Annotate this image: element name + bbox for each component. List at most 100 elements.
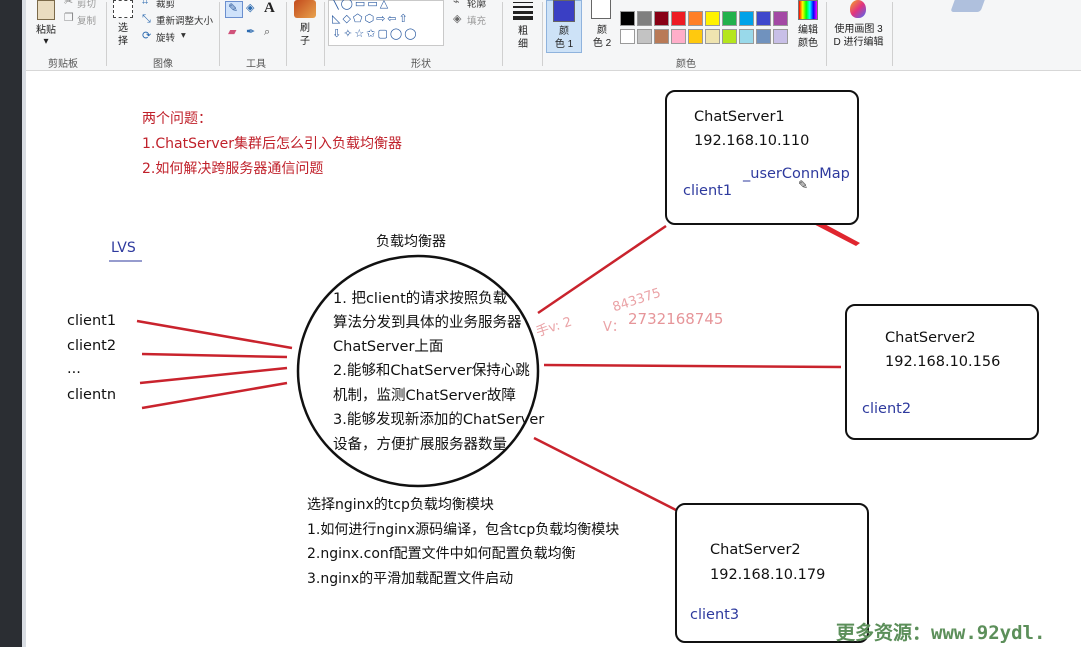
server3-ip: 192.168.10.179 xyxy=(710,567,826,583)
magnifier-icon[interactable]: ⌕ xyxy=(264,25,271,38)
brush-label: 刷 子 xyxy=(300,23,310,47)
paint3d-button[interactable]: 使用画图 3 D 进行编辑 xyxy=(831,0,886,52)
nginx-item-2: 2.nginx.conf配置文件中如何配置负载均衡 xyxy=(307,546,576,562)
palette-swatch[interactable] xyxy=(654,11,669,26)
shapes-gallery[interactable]: ╲◯▭▭△ ◺◇⬠⬡⇨⇦⇧ ⇩✧☆✩▢◯◯ xyxy=(328,0,444,46)
server2-box xyxy=(845,304,1039,440)
nginx-item-3: 3.nginx的平滑加载配置文件启动 xyxy=(307,571,514,587)
brush-icon xyxy=(294,0,316,18)
watermark-v: V： xyxy=(603,320,625,335)
window-edge xyxy=(22,0,26,647)
outline-button[interactable]: 轮廓 xyxy=(467,0,487,10)
palette-swatch[interactable] xyxy=(705,11,720,26)
ribbon-separator xyxy=(542,2,543,66)
palette-swatch[interactable] xyxy=(688,11,703,26)
ribbon-separator xyxy=(826,2,827,66)
palette-swatch[interactable] xyxy=(688,29,703,44)
server1-name: ChatServer1 xyxy=(694,109,785,125)
color2-swatch xyxy=(591,0,611,19)
palette-swatch[interactable] xyxy=(756,11,771,26)
clipboard-group-label: 剪贴板 xyxy=(48,59,78,70)
client-label-ellipsis: ... xyxy=(67,361,81,377)
server1-ip: 192.168.10.110 xyxy=(694,133,810,149)
lb-line-2: 算法分发到具体的业务服务器 xyxy=(333,315,522,331)
color-wheel-icon xyxy=(798,0,818,20)
rotate-button[interactable]: 旋转 xyxy=(156,33,176,44)
edit-colors-button[interactable]: 编辑 颜色 xyxy=(794,0,822,52)
color1-swatch xyxy=(553,0,575,22)
color2-button[interactable]: 颜 色 2 xyxy=(586,0,618,53)
clipboard-icon xyxy=(37,0,55,20)
palette-swatch[interactable] xyxy=(637,11,652,26)
server1-box xyxy=(665,90,859,225)
lb-line-4: 2.能够和ChatServer保持心跳 xyxy=(333,363,530,379)
color2-label: 颜 色 2 xyxy=(592,25,612,49)
watermark-number: 2732168745 xyxy=(628,310,724,328)
server3-client: client3 xyxy=(690,607,740,623)
question-1: 1.ChatServer集群后怎么引入负载均衡器 xyxy=(142,136,402,152)
color-palette xyxy=(620,11,800,49)
fill-button[interactable]: 填充 xyxy=(467,16,487,27)
colors-group-label: 颜色 xyxy=(676,59,696,70)
server2-ip: 192.168.10.156 xyxy=(885,354,1001,370)
size-label: 粗 细 xyxy=(518,26,528,50)
palette-swatch[interactable] xyxy=(756,29,771,44)
shapes-group-label: 形状 xyxy=(411,59,431,70)
shapes-row1-icons: ╲◯▭▭△ xyxy=(332,0,391,10)
select-icon xyxy=(113,0,133,18)
palette-swatch[interactable] xyxy=(620,11,635,26)
ribbon-separator xyxy=(286,2,287,66)
ribbon-separator xyxy=(219,2,220,66)
client-label-n: clientn xyxy=(67,387,117,403)
questions-title: 两个问题： xyxy=(142,111,212,127)
palette-swatch[interactable] xyxy=(773,29,788,44)
palette-swatch[interactable] xyxy=(705,29,720,44)
fill-icon: ◈ xyxy=(453,12,462,25)
color1-button[interactable]: 颜 色 1 xyxy=(546,0,582,53)
server2-name: ChatServer2 xyxy=(885,330,976,346)
shapes-row2-icons: ◺◇⬠⬡⇨⇦⇧ xyxy=(332,12,410,25)
eraser-icon[interactable]: ▰ xyxy=(228,25,237,38)
server1-usermap: _userConnMap xyxy=(743,166,850,182)
ribbon-separator xyxy=(502,2,503,66)
palette-swatch[interactable] xyxy=(620,29,635,44)
palette-swatch[interactable] xyxy=(637,29,652,44)
lvs-label: LVS xyxy=(111,240,136,256)
ribbon-separator xyxy=(892,2,893,66)
palette-swatch[interactable] xyxy=(739,11,754,26)
text-tool-icon[interactable]: A xyxy=(264,0,275,16)
paint3d-icon xyxy=(850,0,866,18)
color-picker-icon[interactable]: ✒ xyxy=(246,25,256,38)
select-label: 选 择 xyxy=(118,23,128,47)
nginx-item-1: 1.如何进行nginx源码编译，包含tcp负载均衡模块 xyxy=(307,522,620,538)
palette-swatch[interactable] xyxy=(671,29,686,44)
palette-swatch[interactable] xyxy=(773,11,788,26)
crop-button[interactable]: 裁剪 xyxy=(156,0,176,10)
rotate-dropdown-icon: ▾ xyxy=(181,30,186,41)
paste-button[interactable]: 粘贴 ▾ xyxy=(30,0,62,50)
lb-line-7: 设备，方便扩展服务器数量 xyxy=(333,437,507,453)
pencil-tool[interactable]: ✎ xyxy=(225,1,243,18)
fill-bucket-icon[interactable]: ◈ xyxy=(246,1,255,14)
copy-icon: ❐ xyxy=(64,11,74,24)
load-balancer-title: 负载均衡器 xyxy=(376,234,446,250)
copy-button[interactable]: 复制 xyxy=(77,16,97,27)
palette-swatch[interactable] xyxy=(722,29,737,44)
ribbon-separator xyxy=(324,2,325,66)
palette-swatch[interactable] xyxy=(722,11,737,26)
paste-dropdown-icon: ▾ xyxy=(43,36,49,47)
resize-button[interactable]: 重新调整大小 xyxy=(156,16,214,27)
lb-line-5: 机制，监测ChatServer故障 xyxy=(333,388,516,404)
select-button[interactable]: 选 择 xyxy=(111,0,135,52)
size-button[interactable]: 粗 细 xyxy=(508,0,538,52)
palette-swatch[interactable] xyxy=(671,11,686,26)
server3-box xyxy=(675,503,869,643)
palette-swatch[interactable] xyxy=(654,29,669,44)
brush-button[interactable]: 刷 子 xyxy=(290,0,320,52)
cut-button[interactable]: 剪切 xyxy=(77,0,97,10)
ribbon-toolbar: 粘贴 ▾ ✂ 剪切 ❐ 复制 剪贴板 选 择 ⌗ 裁剪 ⤡ 重新调整大小 ⟳ 旋… xyxy=(26,0,1081,71)
ribbon-separator xyxy=(106,2,107,66)
bottom-watermark: 更多资源：www.92ydl. xyxy=(836,622,1046,644)
palette-swatch[interactable] xyxy=(739,29,754,44)
question-2: 2.如何解决跨服务器通信问题 xyxy=(142,161,324,177)
